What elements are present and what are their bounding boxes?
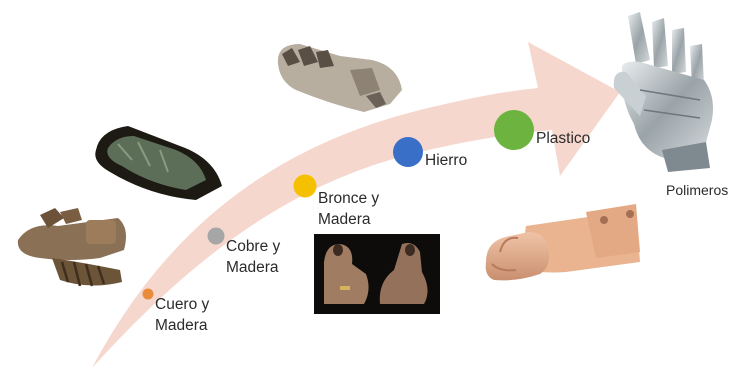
iron-hand-prosthesis-icon bbox=[278, 44, 402, 112]
stage-label-polymers: Polimeros bbox=[666, 180, 728, 201]
leather-wood-hand-prosthesis-icon bbox=[18, 208, 126, 286]
stage-label-plastic: Plastico bbox=[536, 128, 590, 149]
stage-dot-iron bbox=[393, 137, 423, 167]
stage-label-leather-wood: Cuero y Madera bbox=[155, 294, 209, 336]
stage-label-line2: Madera bbox=[318, 209, 379, 230]
stage-dot-copper-wood bbox=[208, 228, 225, 245]
plastic-hand-prosthesis-icon bbox=[486, 204, 640, 280]
stage-label-bronze-wood: Bronce y Madera bbox=[318, 188, 379, 230]
stage-label-line2: Madera bbox=[226, 257, 280, 278]
bronze-wood-hand-prosthesis-icon bbox=[314, 234, 440, 314]
stage-label-line2: Madera bbox=[155, 315, 209, 336]
copper-hand-prosthesis-icon bbox=[95, 126, 222, 200]
stage-label-line1: Cuero y bbox=[155, 294, 209, 315]
polymer-robotic-hand-icon bbox=[614, 12, 713, 172]
stage-label-line1: Bronce y bbox=[318, 188, 379, 209]
stage-dot-leather-wood bbox=[143, 289, 154, 300]
stage-label-copper-wood: Cobre y Madera bbox=[226, 236, 280, 278]
stage-label-line1: Cobre y bbox=[226, 236, 280, 257]
stage-label-line1: Hierro bbox=[425, 150, 467, 171]
stage-dot-plastic bbox=[494, 110, 534, 150]
stage-label-line1: Plastico bbox=[536, 128, 590, 149]
stage-label-iron: Hierro bbox=[425, 150, 467, 171]
stage-dot-bronze-wood bbox=[294, 175, 317, 198]
